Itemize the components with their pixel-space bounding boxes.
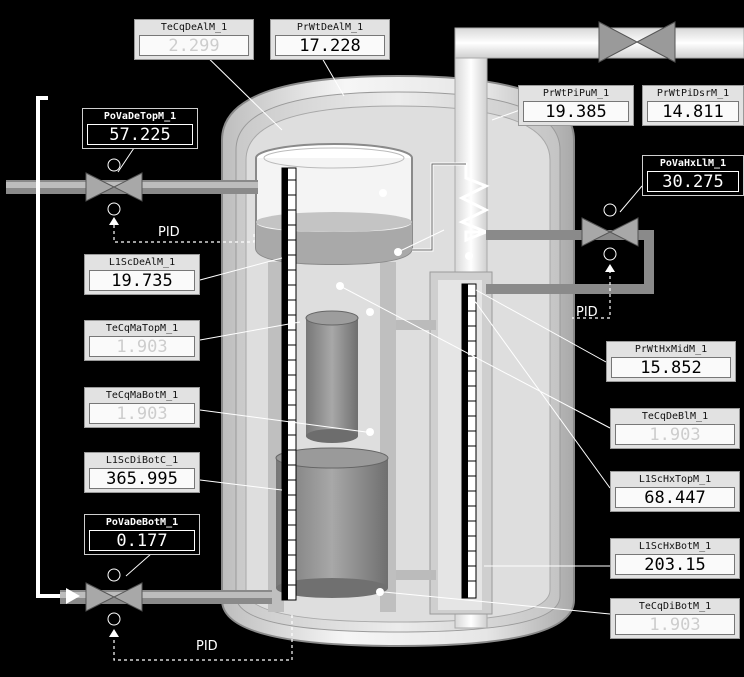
tag-l1scdealm[interactable]: L1ScDeAlM_1 19.735 [84,254,200,295]
tag-value: 57.225 [87,124,193,145]
tag-value: 19.385 [523,101,629,122]
tag-value: 1.903 [89,403,195,424]
tag-prwtdealm[interactable]: PrWtDeAlM_1 17.228 [270,19,390,60]
tag-label: L1ScDiBotC_1 [105,455,179,466]
tag-prwtpidsrm[interactable]: PrWtPiDsrM_1 14.811 [642,85,744,126]
tag-tecqdeblm[interactable]: TeCqDeBlM_1 1.903 [610,408,740,449]
tag-label: L1ScHxBotM_1 [638,541,712,552]
tag-label: TeCqDeAlM_1 [160,22,228,33]
tag-povahxllm[interactable]: PoVaHxLlM_1 30.275 [642,155,744,196]
pid-label-bottom: PID [196,639,218,654]
tag-prwthxmidm[interactable]: PrWtHxMidM_1 15.852 [606,341,736,382]
flow-arrow-icon [66,588,80,604]
tag-label: PoVaDeTopM_1 [103,111,177,122]
tag-value: 30.275 [647,171,739,192]
tag-label: PoVaHxLlM_1 [659,158,727,169]
tag-label: PrWtPiDsrM_1 [656,88,730,99]
tag-l1schxtopm[interactable]: L1ScHxTopM_1 68.447 [610,471,740,512]
tag-label: TeCqDiBotM_1 [638,601,712,612]
tag-label: TeCqMaTopM_1 [105,323,179,334]
tag-label: TeCqMaBotM_1 [105,390,179,401]
tag-prwtpipum[interactable]: PrWtPiPuM_1 19.385 [518,85,634,126]
valve-icon [581,203,639,272]
valve-icon [598,21,676,63]
tag-value: 1.903 [615,424,735,445]
tag-tecqdealm[interactable]: TeCqDeAlM_1 2.299 [134,19,254,60]
valve-icon [85,158,143,225]
tag-label: L1ScHxTopM_1 [638,474,712,485]
tag-label: PrWtHxMidM_1 [634,344,708,355]
tag-label: TeCqDeBlM_1 [641,411,709,422]
tag-value: 203.15 [615,554,735,575]
tag-l1scdibotc[interactable]: L1ScDiBotC_1 365.995 [84,452,200,493]
tag-label: PoVaDeBotM_1 [105,517,179,528]
tag-l1schxbotm[interactable]: L1ScHxBotM_1 203.15 [610,538,740,579]
tag-value: 0.177 [89,530,195,551]
tag-tecqmabotm[interactable]: TeCqMaBotM_1 1.903 [84,387,200,428]
hx-outlet-pipe [486,230,646,240]
tag-label: L1ScDeAlM_1 [108,257,176,268]
tag-value: 1.903 [615,614,735,635]
tag-povadebotm[interactable]: PoVaDeBotM_1 0.177 [84,514,200,555]
tag-value: 2.299 [139,35,249,56]
tag-value: 19.735 [89,270,195,291]
tag-value: 15.852 [611,357,731,378]
tag-value: 1.903 [89,336,195,357]
tag-value: 68.447 [615,487,735,508]
valve-icon [85,568,143,637]
tag-value: 14.811 [647,101,739,122]
tag-value: 17.228 [275,35,385,56]
middle-tank [306,318,358,436]
tag-povadetopm[interactable]: PoVaDeTopM_1 57.225 [82,108,198,149]
tag-label: PrWtDeAlM_1 [296,22,364,33]
pid-label-right: PID [576,305,598,320]
tag-tecqmatopm[interactable]: TeCqMaTopM_1 1.903 [84,320,200,361]
tag-label: PrWtPiPuM_1 [542,88,610,99]
pid-label-top-left: PID [158,225,180,240]
tag-value: 365.995 [89,468,195,489]
tag-tecqdibotm[interactable]: TeCqDiBotM_1 1.903 [610,598,740,639]
